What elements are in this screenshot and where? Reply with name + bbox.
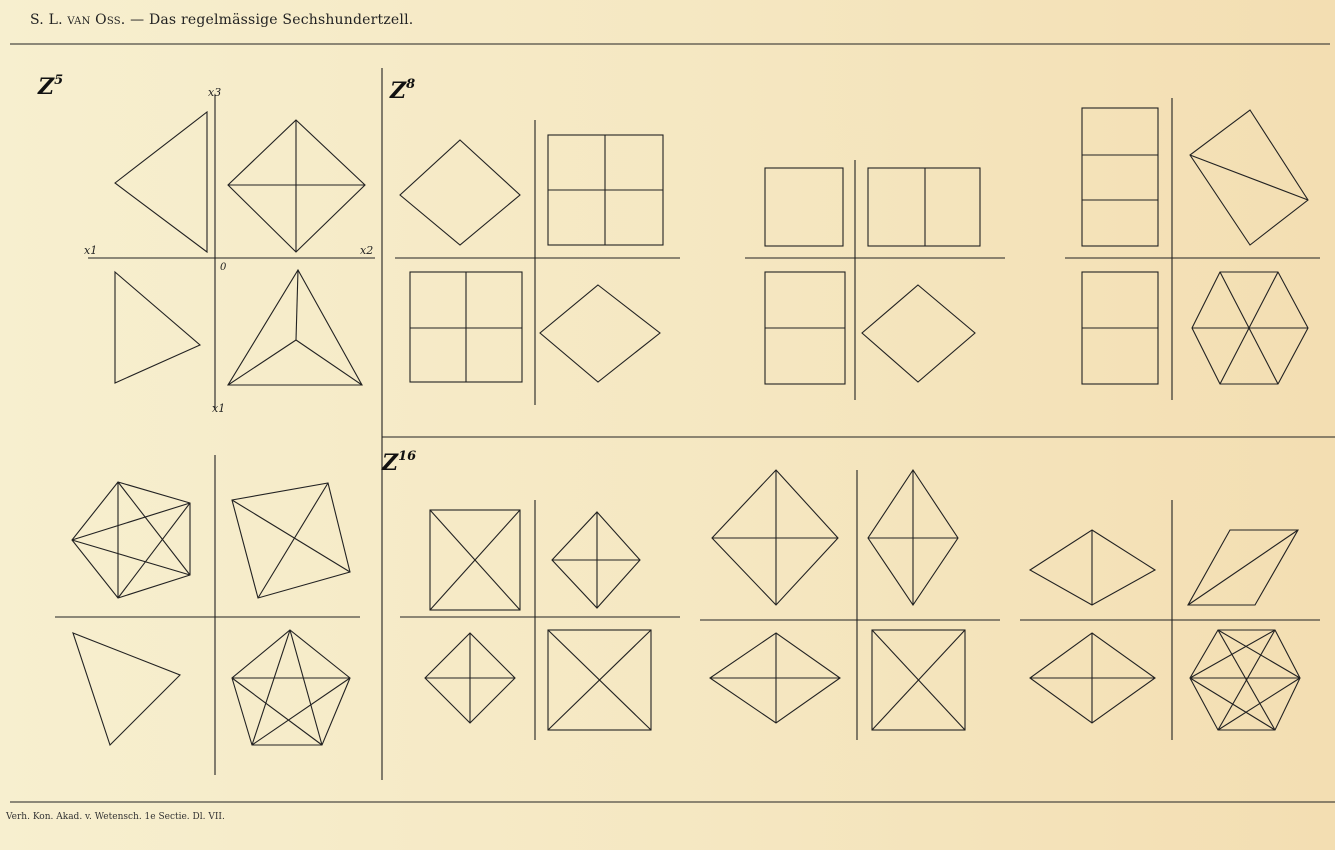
z16-block-3	[1020, 500, 1320, 740]
axis-label-x1-bottom: x1	[212, 402, 225, 415]
z8-b1-diamond-br	[539, 284, 661, 383]
z8-b3-square-tr	[1189, 109, 1309, 246]
z5-triangle-bl	[114, 270, 202, 384]
header-author-name: van Oss.	[67, 12, 126, 28]
z5-label: Z5	[37, 73, 63, 100]
z16-b1-square-br	[547, 629, 652, 731]
header-author: S. L.	[30, 12, 63, 28]
z5-quad-right	[231, 482, 351, 599]
z5-triangle-tl	[114, 110, 208, 254]
plate-header: S. L. van Oss. — Das regelmässige Sechsh…	[30, 12, 413, 28]
z8-block-3	[1065, 98, 1320, 400]
z16-block-1	[400, 500, 680, 740]
z8-b1-diamond-tl	[399, 139, 521, 246]
z8-b2-square-tr	[867, 167, 981, 247]
z8-block-1	[395, 120, 680, 405]
z8-b2-square-tl	[764, 167, 844, 247]
z5-triangle-bottom-left	[72, 632, 181, 747]
z16-b2-square-br	[871, 629, 966, 731]
z16-b3-hexagon-br	[1189, 629, 1301, 731]
z16-label: Z16	[381, 449, 416, 476]
axis-label-x2: x2	[360, 244, 373, 257]
z5-pentagon-right	[231, 629, 351, 746]
z16-b3-parallelogram-tr	[1187, 529, 1299, 606]
axis-label-x3: x3	[208, 86, 221, 99]
z8-block-2	[745, 160, 1005, 400]
z5-pentagon-left	[71, 481, 191, 599]
axis-label-x1: x1	[84, 244, 97, 257]
axis-origin: 0	[220, 262, 227, 273]
plate-footer: Verh. Kon. Akad. v. Wetensch. 1e Sectie.…	[6, 812, 225, 822]
z5-bottom-block	[55, 455, 360, 775]
z8-label: Z8	[389, 77, 415, 104]
z5-top-block: x3 x1 x2 x1 0	[84, 86, 375, 415]
header-title: — Das regelmässige Sechshundertzell.	[130, 12, 414, 28]
z8-b2-diamond-br	[861, 284, 976, 383]
z16-b1-square-tl	[429, 509, 521, 611]
z5-triangle-br	[227, 268, 363, 386]
z16-block-2	[700, 469, 1000, 740]
z8-b3-rect-tl	[1081, 107, 1159, 247]
